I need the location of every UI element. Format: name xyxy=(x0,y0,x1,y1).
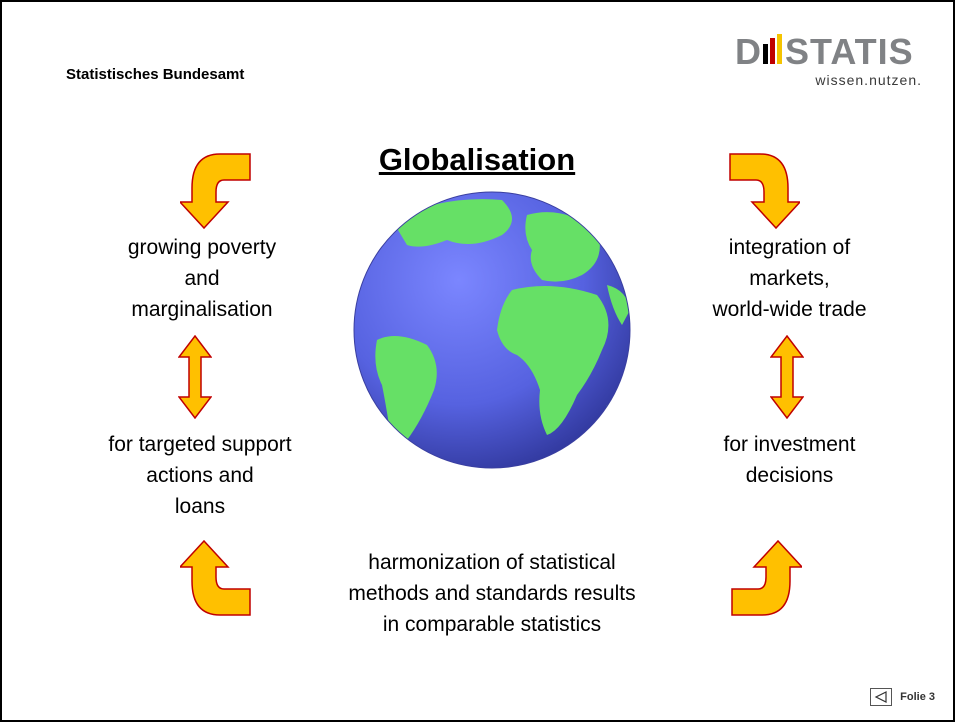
slide-footer: Folie 3 xyxy=(870,688,935,706)
double-arrow-right-icon xyxy=(770,335,804,419)
label-growing-poverty: growing poverty and marginalisation xyxy=(127,236,277,321)
svg-text:D: D xyxy=(735,31,762,70)
slide-title: Globalisation xyxy=(378,142,576,177)
label-harmonization: harmonization of statistical methods and… xyxy=(348,551,636,636)
logo-mark-icon: D STATIS xyxy=(735,31,914,72)
logo-wordmark: D STATIS xyxy=(735,30,940,78)
organization-name: Statistisches Bundesamt xyxy=(66,66,245,83)
curved-arrow-down-left-icon xyxy=(180,153,251,230)
triangle-left-icon xyxy=(874,691,887,703)
label-targeted-support: for targeted support actions and loans xyxy=(108,433,292,518)
curved-arrow-up-left-icon xyxy=(180,539,251,616)
destatis-logo: D STATIS wissen.nutzen. xyxy=(735,30,940,98)
curved-arrow-down-right-icon xyxy=(729,153,800,230)
previous-slide-button[interactable] xyxy=(870,688,893,706)
label-investment-decisions: for investment decisions xyxy=(723,433,856,487)
double-arrow-left-icon xyxy=(178,335,212,419)
logo-tagline: wissen.nutzen. xyxy=(815,72,922,88)
label-integration-markets: integration of markets, world-wide trade xyxy=(712,236,867,321)
earth-globe-icon xyxy=(353,191,631,469)
svg-text:STATIS: STATIS xyxy=(785,31,914,70)
curved-arrow-up-right-icon xyxy=(731,539,802,616)
slide-number: Folie 3 xyxy=(900,691,935,703)
